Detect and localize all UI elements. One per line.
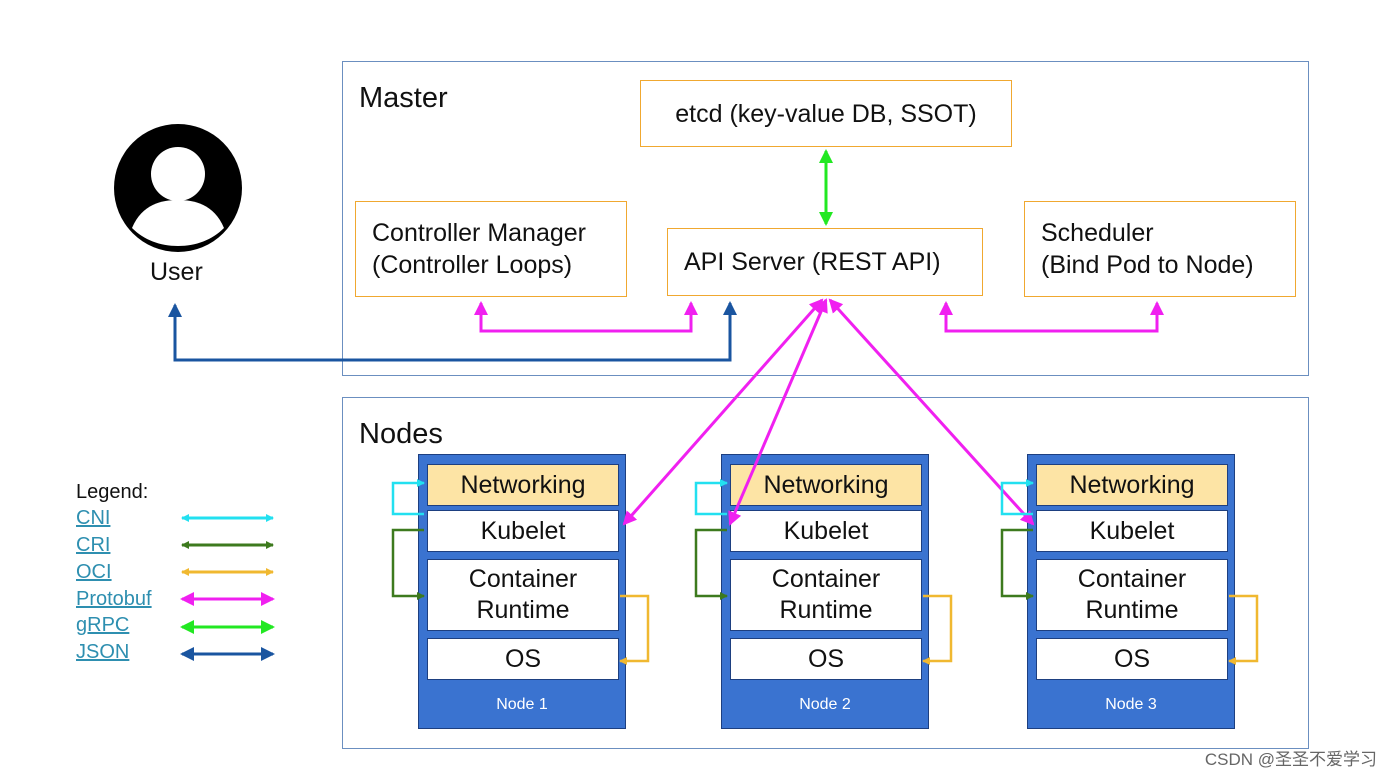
cri-arrow-node2 (694, 528, 728, 600)
oci-arrow-node3 (1228, 594, 1259, 665)
container-runtime-label-1: Container (771, 565, 881, 593)
master-title: Master (359, 82, 448, 114)
scheduler-label: Scheduler (1041, 219, 1154, 247)
os-layer: OS (1036, 638, 1228, 680)
oci-arrow-node1 (619, 594, 650, 665)
api-kubelet2-arrow (728, 298, 828, 526)
controller-manager-box: Controller Manager (Controller Loops) (355, 201, 627, 297)
oci-arrow-node2 (922, 594, 953, 665)
scheduler-api-arrow (939, 301, 1164, 333)
cri-arrow-node1 (391, 528, 425, 600)
container-runtime-layer: Container Runtime (427, 559, 619, 631)
cni-arrow-node3 (1000, 479, 1034, 516)
node-label: Node 3 (1105, 696, 1157, 713)
etcd-box: etcd (key-value DB, SSOT) (640, 80, 1012, 147)
legend-grpc[interactable]: gRPC (76, 614, 130, 636)
cri-arrow-node3 (1000, 528, 1034, 600)
api-server-label: API Server (REST API) (684, 248, 941, 276)
os-layer: OS (427, 638, 619, 680)
controller-manager-sublabel: (Controller Loops) (372, 251, 573, 279)
node-3: Networking Kubelet Container Runtime OS … (1027, 454, 1235, 729)
container-runtime-layer: Container Runtime (730, 559, 922, 631)
controller-api-arrow (474, 301, 698, 333)
container-runtime-layer: Container Runtime (1036, 559, 1228, 631)
legend-protobuf[interactable]: Protobuf (76, 588, 152, 610)
etcd-label: etcd (key-value DB, SSOT) (675, 99, 977, 128)
container-runtime-label-2: Runtime (476, 596, 570, 624)
csdn-watermark: CSDN @圣圣不爱学习 (1204, 750, 1377, 769)
networking-layer: Networking (427, 464, 619, 506)
container-runtime-label-1: Container (1077, 565, 1187, 593)
controller-manager-label: Controller Manager (372, 219, 586, 247)
cni-arrow-node1 (391, 479, 425, 516)
legend-cni[interactable]: CNI (76, 507, 111, 529)
container-runtime-label-2: Runtime (1085, 596, 1179, 624)
api-kubelet1-arrow (622, 298, 824, 526)
api-kubelet3-arrow (828, 298, 1035, 526)
legend-oci[interactable]: OCI (76, 561, 112, 583)
legend-title: Legend: (76, 481, 149, 503)
container-runtime-label-2: Runtime (779, 596, 873, 624)
user-label: User (150, 258, 203, 286)
api-server-box: API Server (REST API) (667, 228, 983, 296)
kubelet-layer: Kubelet (1036, 510, 1228, 552)
scheduler-box: Scheduler (Bind Pod to Node) (1024, 201, 1296, 297)
cni-arrow-node2 (694, 479, 728, 516)
kubelet-layer: Kubelet (427, 510, 619, 552)
networking-layer: Networking (1036, 464, 1228, 506)
scheduler-sublabel: (Bind Pod to Node) (1041, 251, 1254, 279)
node-1: Networking Kubelet Container Runtime OS … (418, 454, 626, 729)
os-layer: OS (730, 638, 922, 680)
legend-json[interactable]: JSON (76, 641, 130, 663)
node-label: Node 1 (496, 696, 548, 713)
user-avatar-icon (114, 124, 242, 252)
nodes-title: Nodes (359, 418, 443, 450)
node-label: Node 2 (799, 696, 851, 713)
legend-cri[interactable]: CRI (76, 534, 111, 556)
container-runtime-label-1: Container (468, 565, 578, 593)
